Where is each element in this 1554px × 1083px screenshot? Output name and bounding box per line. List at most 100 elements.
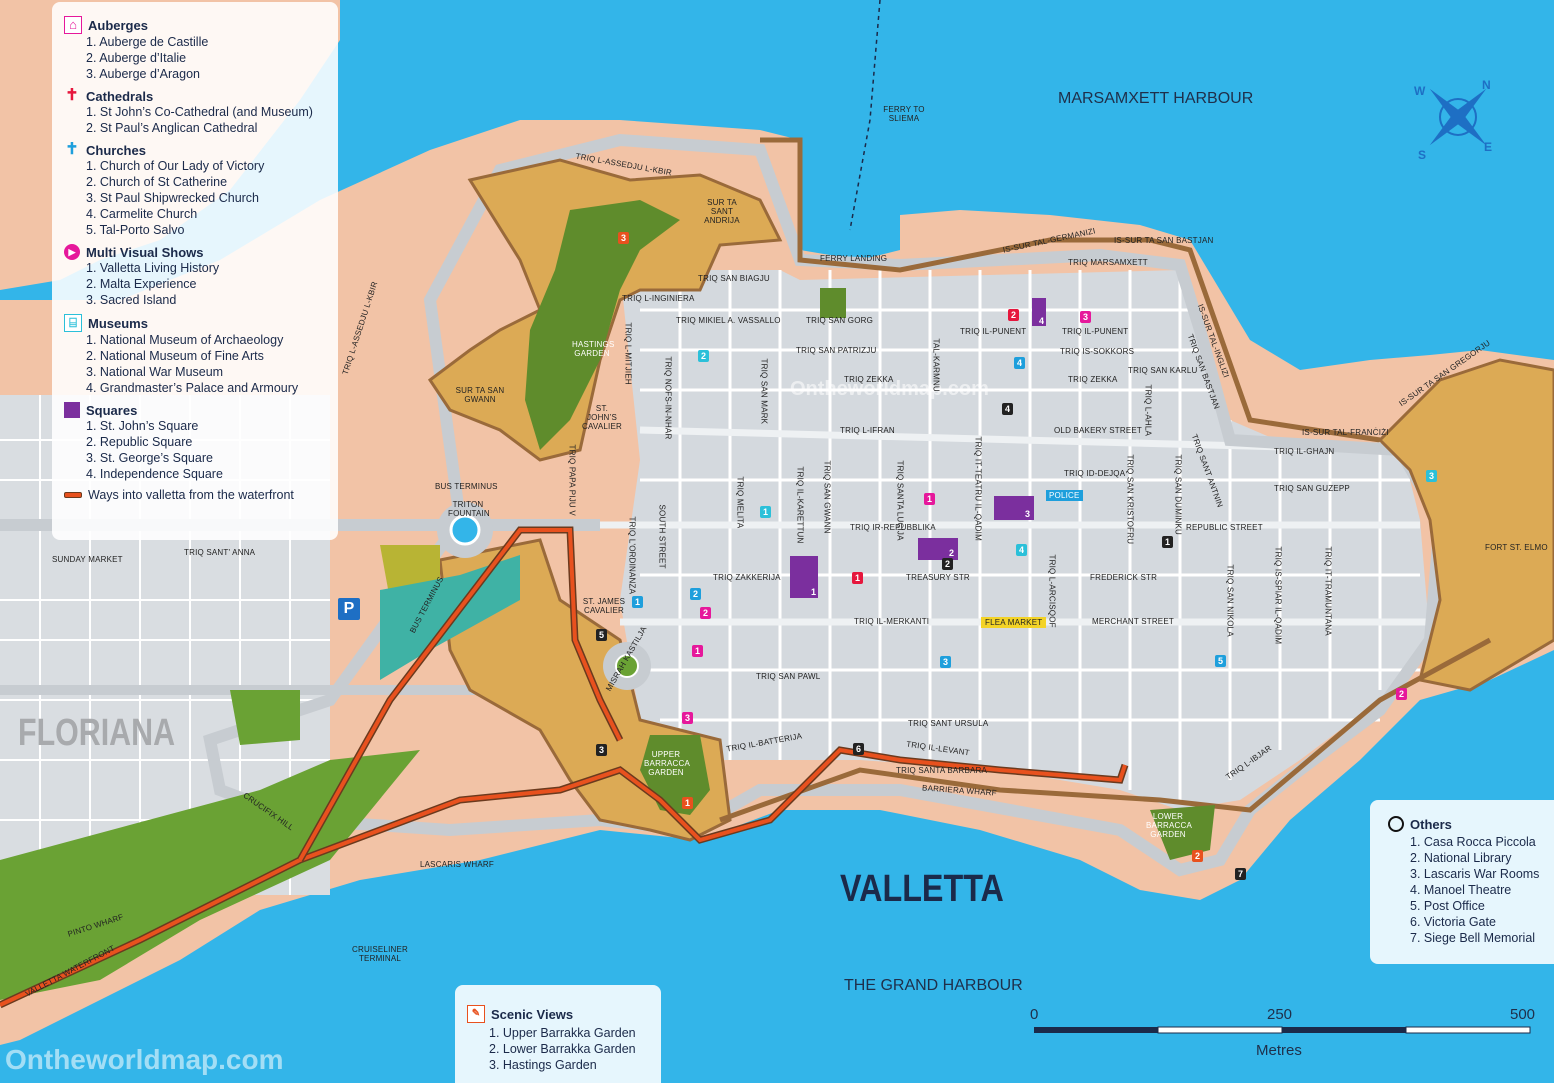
legend-section-list: 1. Church of Our Lady of Victory 2. Churc… — [86, 158, 338, 238]
legend-item: 2. Malta Experience — [86, 277, 197, 291]
legend-item: 2. Lower Barrakka Garden — [489, 1042, 636, 1056]
marker-cathedral-1[interactable]: 1 — [852, 572, 863, 584]
marker-show-2[interactable]: 2 — [1396, 688, 1407, 700]
street-triq-is-spiar: TRIQ IS-SPIAR IL-QADIM — [1273, 546, 1283, 645]
marker-scenic-1[interactable]: 1 — [682, 797, 693, 809]
street-triq-san-nikola: TRIQ SAN NIKOLA — [1225, 564, 1235, 637]
legend-section-title-text: Multi Visual Shows — [86, 244, 204, 260]
legend-item: 3. St. George’s Square — [86, 451, 213, 465]
marker-auberge-2[interactable]: 2 — [700, 607, 711, 619]
legend-item: 2. National Library — [1410, 851, 1512, 865]
label-police: POLICE — [1046, 490, 1083, 501]
street-triq-san-mark: TRIQ SAN MARK — [759, 358, 769, 425]
legend-item: 2. National Museum of Fine Arts — [86, 349, 264, 363]
street-merchant-street: MERCHANT STREET — [1092, 617, 1174, 626]
floriana-green — [0, 750, 420, 1000]
floriana-green-2 — [230, 690, 300, 745]
street-triq-il-merkanti: TRIQ IL-MERKANTI — [854, 617, 930, 626]
legend-item: 2. St Paul’s Anglican Cathedral — [86, 121, 258, 135]
marker-museum-3[interactable]: 3 — [1426, 470, 1437, 482]
marker-cathedral-2[interactable]: 2 — [1008, 309, 1019, 321]
legend-item: 7. Siege Bell Memorial — [1410, 931, 1536, 945]
legend-section-title-text: Churches — [86, 142, 146, 158]
scenic-views-title: ✎ Scenic Views — [467, 1005, 661, 1023]
legend-section-title: ✝Churches — [64, 142, 338, 158]
marker-scenic-3[interactable]: 3 — [618, 232, 629, 244]
compass-rose — [1429, 88, 1487, 146]
legend-section-title: ⌂Auberges — [64, 16, 338, 34]
marker-church-3[interactable]: 3 — [940, 656, 951, 668]
street-triq-l-ifran: TRIQ L-IFRAN — [840, 426, 895, 435]
scale-unit: Metres — [1256, 1042, 1302, 1059]
street-triq-marsamxett: TRIQ MARSAMXETT — [1068, 258, 1148, 267]
label-bus-terminus-1: BUS TERMINUS — [435, 482, 498, 491]
waterfront-route-icon — [64, 492, 82, 498]
compass-w: W — [1414, 84, 1426, 98]
legend-item: 2. Church of St Catherine — [86, 175, 228, 189]
marker-scenic-2[interactable]: 2 — [1192, 850, 1203, 862]
street-triq-melita: TRIQ MELITA — [735, 476, 745, 529]
street-triq-san-guzepp: TRIQ SAN GUZEPP — [1274, 484, 1350, 493]
street-triq-l-ahla: TRIQ L-AHLA — [1143, 384, 1153, 437]
street-triq-l-ordinanza: TRIQ L'ORDINANZA — [627, 516, 637, 595]
street-triq-l-arcisqof: TRIQ L-ARCISQOF — [1047, 554, 1057, 628]
street-triq-santa-lucija: TRIQ SANTA LUCIJA — [895, 460, 905, 541]
street-triq-l-mitjieh: TRIQ L-MITJIEH — [623, 322, 633, 385]
street-triq-nofs-in-nhar: TRIQ NOFS-IN-NHAR — [663, 356, 673, 440]
others-title: Others — [1388, 816, 1554, 832]
legend-item: 1. Auberge de Castille — [86, 35, 209, 49]
marker-other-5[interactable]: 5 — [596, 629, 607, 641]
legend-waterfront: Ways into valletta from the waterfront — [64, 488, 338, 502]
label-sunday-market: SUNDAY MARKET — [52, 555, 123, 564]
marker-church-4[interactable]: 4 — [1014, 357, 1025, 369]
marker-museum-4[interactable]: 4 — [1016, 544, 1027, 556]
street-tal-karmnu: TAL-KARMNU — [931, 338, 941, 392]
marker-other-4[interactable]: 4 — [1002, 403, 1013, 415]
marker-auberge-3[interactable]: 3 — [1080, 311, 1091, 323]
marker-other-3[interactable]: 3 — [596, 744, 607, 756]
street-lascaris-wharf: LASCARIS WHARF — [420, 860, 494, 869]
hastings-garden-area — [525, 200, 680, 450]
kastilja-garden — [615, 654, 639, 678]
marker-show-1[interactable]: 1 — [924, 493, 935, 505]
marker-museum-2[interactable]: 2 — [698, 350, 709, 362]
marker-other-6[interactable]: 6 — [853, 743, 864, 755]
waterfront-route — [0, 747, 1127, 1007]
marker-church-2[interactable]: 2 — [690, 588, 701, 600]
marker-auberge-1[interactable]: 1 — [692, 645, 703, 657]
marker-other-1[interactable]: 1 — [1162, 536, 1173, 548]
museum-icon: ⌸ — [64, 314, 82, 332]
play-icon: ▶ — [64, 244, 80, 260]
marker-church-1[interactable]: 1 — [632, 596, 643, 608]
marker-show-3[interactable]: 3 — [682, 712, 693, 724]
label-ferry-sliema: FERRY TO SLIEMA — [883, 105, 925, 123]
valletta-grid — [620, 270, 1430, 810]
marker-other-2[interactable]: 2 — [942, 558, 953, 570]
street-triq-il-karettun: TRIQ IL-KARETTUN — [795, 466, 805, 544]
street-triq-mikiel-vassallo: TRIQ MIKIEL A. VASSALLO — [676, 316, 781, 325]
street-triq-san-karlu: TRIQ SAN KARLU — [1128, 366, 1198, 375]
street-republic-street: REPUBLIC STREET — [1186, 523, 1263, 532]
marker-museum-1[interactable]: 1 — [760, 506, 771, 518]
legend-section-title-text: Museums — [88, 315, 148, 331]
legend-item: 3. Sacred Island — [86, 293, 177, 307]
legend-item: 1. Church of Our Lady of Victory — [86, 159, 265, 173]
label-sur-ta-san-gwann: SUR TA SAN GWANN — [455, 386, 505, 404]
label-valletta: VALLETTA — [840, 868, 1004, 910]
marker-other-7[interactable]: 7 — [1235, 868, 1246, 880]
watermark-top: Ontheworldmap.com — [790, 378, 989, 400]
legend-item: 4. Grandmaster’s Palace and Armoury — [86, 381, 299, 395]
label-lower-barracca: LOWER BARRACCA GARDEN — [1146, 812, 1193, 839]
watermark-bottom: Ontheworldmap.com — [5, 1044, 284, 1075]
legend-item: 1. St. John’s Square — [86, 419, 199, 433]
marker-church-5[interactable]: 5 — [1215, 655, 1226, 667]
legend-section-title: ✝Cathedrals — [64, 88, 338, 104]
north-bastion-wall — [760, 137, 1381, 443]
